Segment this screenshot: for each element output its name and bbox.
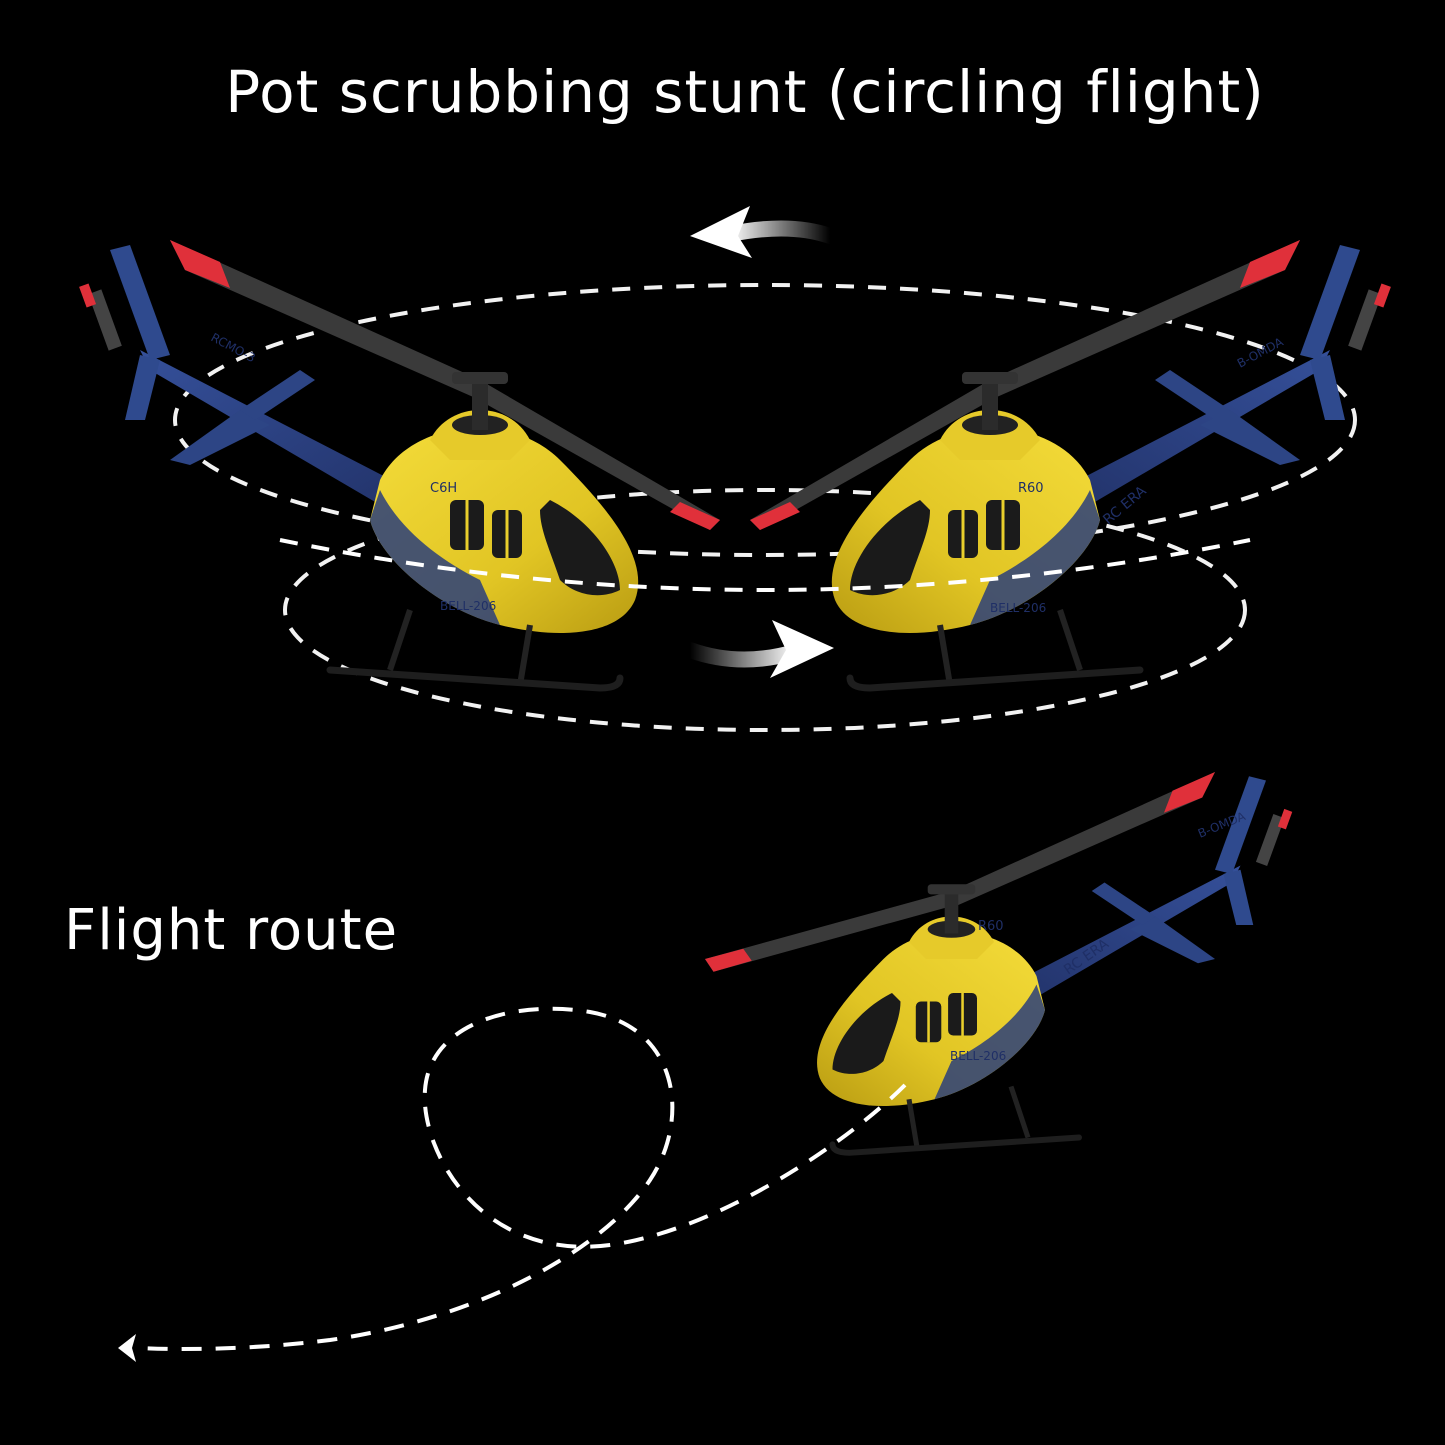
model-bottom: BELL-206 [950,1049,1006,1063]
flight-route-label: Flight route [64,898,399,963]
helicopter-bottom [705,772,1292,1153]
orbit-front [279,538,1251,592]
route-arrowhead-icon [118,1334,136,1362]
flight-route-path [139,1006,907,1352]
arrow-right-icon [682,620,834,678]
helicopter-right [750,240,1391,688]
orbit-paths [173,283,1357,732]
stunt-title: Pot scrubbing stunt (circling flight) [225,58,1265,126]
helicopter-left: C6H RCMO-3 BELL-206 [79,240,720,688]
badge-right: R60 [1018,481,1044,496]
model-left: BELL-206 [440,599,496,613]
registration-left: RCMO-3 [209,330,258,365]
badge-bottom: R60 [978,919,1004,934]
model-right: BELL-206 [990,601,1046,615]
badge-left: C6H [430,481,457,496]
arrow-left-icon [690,206,838,258]
